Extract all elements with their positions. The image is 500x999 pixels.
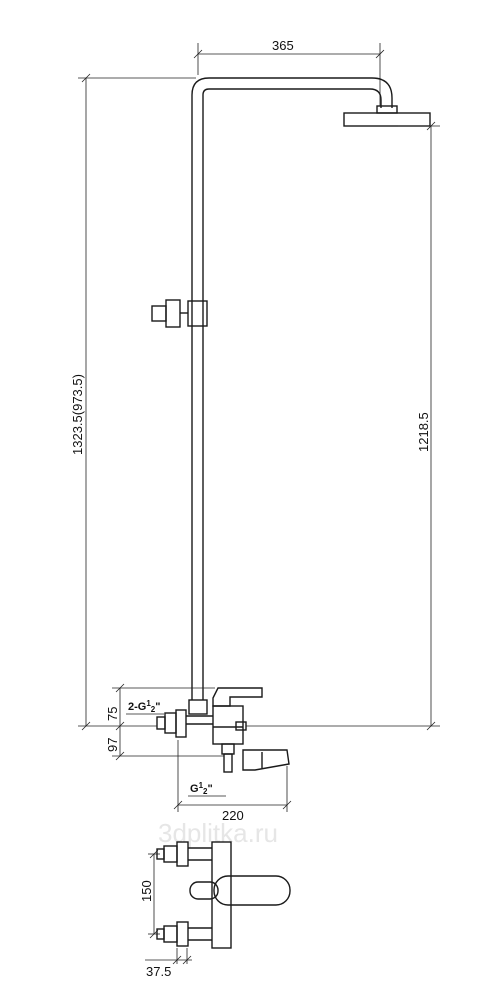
mixer-top-view [156,841,291,949]
top-view-handle [213,875,291,906]
dim-97-text: 97 [105,738,120,752]
overhead-arm-outer [191,77,393,108]
dimension-220: 220 [173,740,292,823]
diverter-stem [221,743,235,755]
dim-365-text: 365 [272,38,294,53]
dim-220-text: 220 [222,808,244,823]
lower-inlet-nut [176,921,189,947]
lever-handle [212,687,263,707]
mixer-body [212,705,244,745]
top-view-cartridge [189,881,219,900]
slider-holder [151,299,208,328]
top-view-body [211,841,232,949]
dim-37-5-text: 37.5 [146,964,171,979]
shower-riser [151,77,431,700]
svg-text:2-G12": 2-G12" [128,699,160,714]
svg-text:G12": G12" [190,781,213,796]
inlet-nut [175,709,187,738]
dimension-75-97: 75 97 [105,683,224,761]
outlet-thread-label: G12" [188,781,226,797]
dimension-150: 150 [139,849,160,939]
riser-connector [188,699,208,715]
dim-75-text: 75 [105,707,120,721]
dim-outlet-height-text: 1218.5 [416,412,431,452]
inlet-connector [156,716,166,730]
dimension-37-5: 37.5 [145,948,192,979]
overhead-arm-inner [202,88,382,108]
bath-spout [242,749,290,771]
mixer-front-view [156,687,290,773]
dimension-365: 365 [193,38,385,106]
dimension-outlet-height: 1218.5 [246,121,440,731]
shower-head [343,105,431,127]
dim-150-text: 150 [139,880,154,902]
dimension-total-height: 1323.5(973.5) [70,73,196,731]
inlet-fitting [164,712,177,734]
dim-total-height-text: 1323.5(973.5) [70,374,85,455]
watermark: 3dplitka.ru [158,818,278,848]
inlet-thread-label: 2-G12" [126,699,164,715]
